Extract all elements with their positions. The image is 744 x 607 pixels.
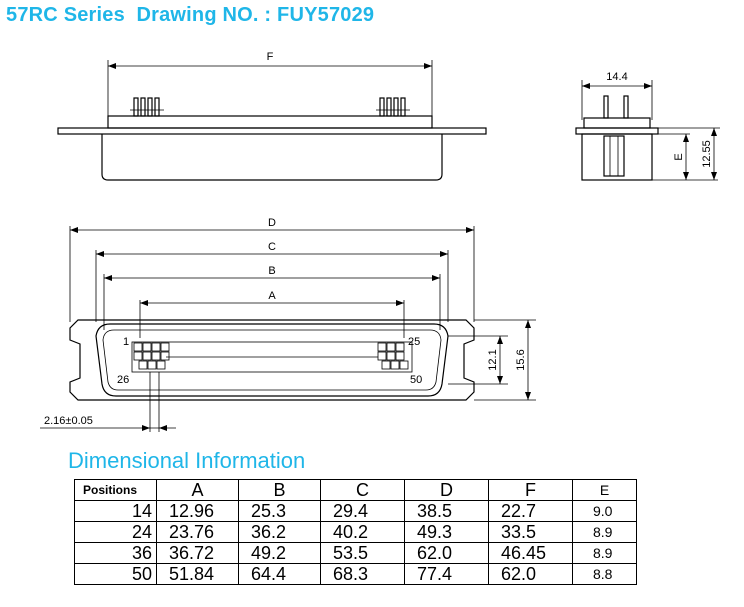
cell-C: 29.4 bbox=[320, 500, 405, 522]
cell-B: 49.2 bbox=[238, 542, 321, 564]
dim-C-label: C bbox=[268, 241, 276, 253]
cell-B: 64.4 bbox=[238, 563, 321, 585]
cell-F: 62.0 bbox=[488, 563, 573, 585]
side-height-label: 12.55 bbox=[701, 140, 713, 168]
technical-drawing: F 14.4 bbox=[40, 51, 720, 432]
col-header-C: C bbox=[320, 479, 405, 501]
cell-C: 53.5 bbox=[320, 542, 405, 564]
dimension-table: Positions A B C D F E 14 12.96 25.3 29.4… bbox=[74, 479, 637, 585]
cell-D: 49.3 bbox=[404, 521, 489, 543]
col-header-B: B bbox=[238, 479, 321, 501]
cell-E: 8.8 bbox=[572, 563, 637, 585]
cell-positions: 50 bbox=[74, 563, 157, 585]
col-header-positions: Positions bbox=[74, 479, 157, 501]
col-header-A: A bbox=[156, 479, 239, 501]
table-row: 14 12.96 25.3 29.4 38.5 22.7 9.0 bbox=[74, 500, 637, 522]
dimensional-info-heading: Dimensional Information bbox=[68, 448, 306, 473]
cell-F: 22.7 bbox=[488, 500, 573, 522]
table-header-row: Positions A B C D F E bbox=[74, 479, 637, 501]
cell-F: 33.5 bbox=[488, 521, 573, 543]
cell-E: 8.9 bbox=[572, 521, 637, 543]
pin-25-label: 25 bbox=[408, 336, 420, 348]
height-outer-label: 15.6 bbox=[515, 349, 527, 370]
pin-26-label: 26 bbox=[117, 374, 129, 386]
col-header-D: D bbox=[404, 479, 489, 501]
cell-A: 36.72 bbox=[156, 542, 239, 564]
cell-E: 9.0 bbox=[572, 500, 637, 522]
dim-F-label: F bbox=[267, 51, 274, 63]
dim-B-label: B bbox=[268, 265, 275, 277]
cell-positions: 24 bbox=[74, 521, 157, 543]
cell-A: 12.96 bbox=[156, 500, 239, 522]
face-view: D C B A bbox=[40, 217, 536, 432]
cell-D: 62.0 bbox=[404, 542, 489, 564]
col-header-F: F bbox=[488, 479, 573, 501]
pin-50-label: 50 bbox=[410, 374, 422, 386]
cell-D: 77.4 bbox=[404, 563, 489, 585]
side-view: 14.4 E 12.55 bbox=[575, 71, 720, 181]
cell-C: 40.2 bbox=[320, 521, 405, 543]
table-row: 50 51.84 64.4 68.3 77.4 62.0 8.8 bbox=[74, 563, 637, 585]
cell-B: 36.2 bbox=[238, 521, 321, 543]
cell-A: 51.84 bbox=[156, 563, 239, 585]
cell-B: 25.3 bbox=[238, 500, 321, 522]
cell-positions: 14 bbox=[74, 500, 157, 522]
cell-F: 46.45 bbox=[488, 542, 573, 564]
side-width-label: 14.4 bbox=[606, 71, 627, 83]
cell-positions: 36 bbox=[74, 542, 157, 564]
side-E-label: E bbox=[673, 153, 685, 160]
dim-A-label: A bbox=[268, 290, 276, 302]
page-title: 57RC Series Drawing NO. : FUY57029 bbox=[6, 4, 375, 26]
top-view: F bbox=[57, 51, 487, 181]
cell-D: 38.5 bbox=[404, 500, 489, 522]
dim-D-label: D bbox=[268, 217, 276, 229]
height-inner-label: 12.1 bbox=[487, 349, 499, 370]
pitch-label: 2.16±0.05 bbox=[44, 415, 93, 427]
table-row: 36 36.72 49.2 53.5 62.0 46.45 8.9 bbox=[74, 542, 637, 564]
pin-1-label: 1 bbox=[123, 336, 129, 348]
col-header-E: E bbox=[572, 479, 637, 501]
cell-C: 68.3 bbox=[320, 563, 405, 585]
cell-E: 8.9 bbox=[572, 542, 637, 564]
cell-A: 23.76 bbox=[156, 521, 239, 543]
table-row: 24 23.76 36.2 40.2 49.3 33.5 8.9 bbox=[74, 521, 637, 543]
